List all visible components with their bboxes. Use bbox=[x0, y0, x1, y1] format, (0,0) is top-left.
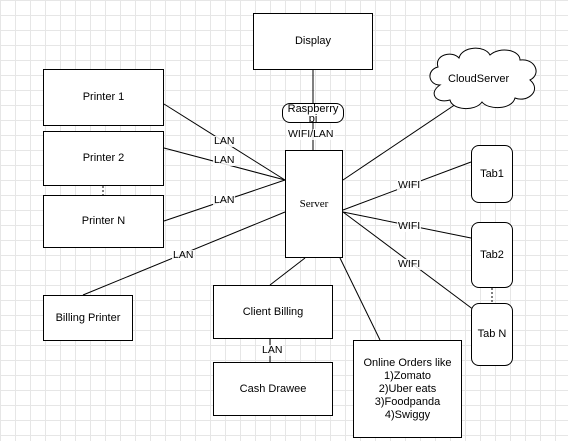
edge-label-lan-printer1: LAN bbox=[213, 135, 236, 147]
edge-label-wifi-tab1: WIFI bbox=[397, 179, 422, 191]
edge-label-wifi-lan: WIFI/LAN bbox=[287, 128, 335, 140]
display-node: Display bbox=[253, 13, 373, 70]
edge-label-lan-cash: LAN bbox=[261, 344, 284, 356]
edge-label-wifi-tabn: WIFI bbox=[397, 258, 422, 270]
client-billing-node: Client Billing bbox=[213, 285, 333, 339]
printer-n-node: Printer N bbox=[43, 195, 164, 248]
online-orders-node: Online Orders like 1)Zomato 2)Uber eats … bbox=[353, 340, 462, 438]
server-node: Server bbox=[285, 150, 343, 258]
tab2-node: Tab2 bbox=[471, 222, 513, 288]
printer-1-node: Printer 1 bbox=[43, 69, 164, 126]
tab1-node: Tab1 bbox=[471, 145, 513, 203]
cloud-server-label: CloudServer bbox=[448, 73, 510, 85]
printer-2-node: Printer 2 bbox=[43, 131, 164, 186]
edge-label-lan-billing: LAN bbox=[172, 249, 195, 261]
cloud-shape bbox=[429, 47, 537, 109]
tabn-node: Tab N bbox=[471, 303, 513, 366]
billing-printer-node: Billing Printer bbox=[43, 295, 133, 341]
edge-label-lan-printern: LAN bbox=[213, 194, 236, 206]
cash-drawee-node: Cash Drawee bbox=[213, 362, 333, 416]
edge-label-wifi-tab2: WIFI bbox=[397, 220, 422, 232]
edge-label-lan-printer2: LAN bbox=[213, 154, 236, 166]
raspberry-pi-node: Raspberry pi bbox=[282, 103, 344, 123]
